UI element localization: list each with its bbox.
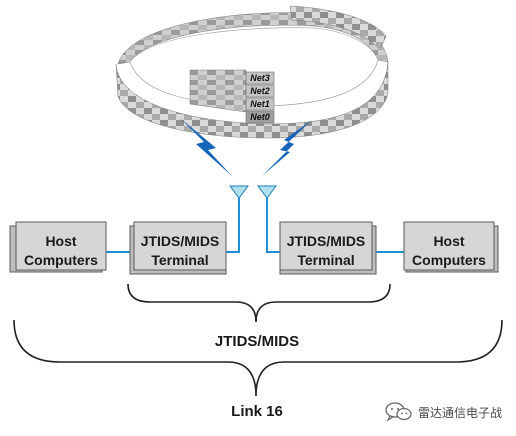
- right-host-label-line1: Host: [433, 233, 464, 249]
- antenna-right-icon: [257, 185, 277, 252]
- net-stack: Net3 Net2 Net1 Net0: [245, 71, 275, 124]
- link16-brace: [13, 319, 503, 397]
- ring-back-band: [117, 12, 389, 65]
- net0-label: Net0: [250, 112, 270, 122]
- right-host-computers: Host Computers: [403, 221, 499, 273]
- net1-label: Net1: [250, 99, 270, 109]
- ring-inner-wall: [189, 69, 247, 113]
- watermark-text: 雷达通信电子战: [418, 405, 503, 420]
- right-host-label-line2: Computers: [412, 252, 486, 268]
- left-terminal-label-line2: Terminal: [151, 252, 208, 268]
- watermark: 雷达通信电子战: [384, 398, 510, 426]
- lightning-bolt-left-icon: [180, 118, 232, 176]
- antenna-left-icon: [229, 185, 249, 252]
- link16-label: Link 16: [231, 403, 283, 420]
- system-label: JTIDS/MIDS: [215, 333, 299, 350]
- lightning-bolt-right-icon: [262, 120, 312, 176]
- terminals-brace: [127, 283, 391, 323]
- left-host-label-line2: Computers: [24, 252, 98, 268]
- time-slot-ring: Net3 Net2 Net1 Net0: [115, 5, 389, 139]
- ring-front-band: [115, 61, 389, 139]
- net3-label: Net3: [250, 73, 270, 83]
- net2-label: Net2: [250, 86, 270, 96]
- left-terminal-label-line1: JTIDS/MIDS: [141, 233, 220, 249]
- ring-top-layer: [289, 5, 387, 51]
- left-terminal: JTIDS/MIDS Terminal: [129, 221, 227, 275]
- right-terminal: JTIDS/MIDS Terminal: [279, 221, 377, 275]
- wechat-icon: [385, 402, 412, 422]
- right-terminal-label-line1: JTIDS/MIDS: [287, 233, 366, 249]
- left-host-label-line1: Host: [45, 233, 76, 249]
- left-host-computers: Host Computers: [9, 221, 107, 273]
- right-terminal-label-line2: Terminal: [297, 252, 354, 268]
